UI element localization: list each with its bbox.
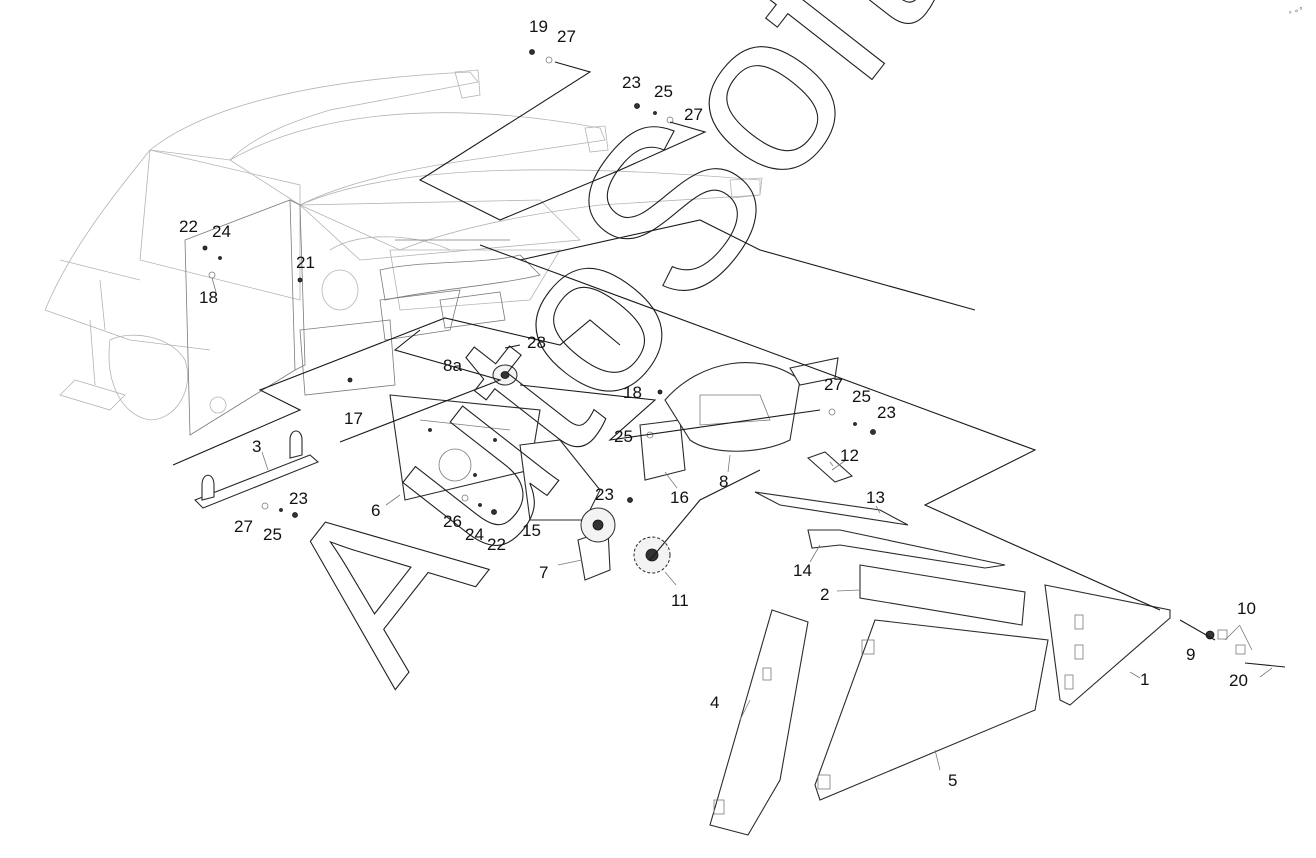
part-15-shield bbox=[519, 439, 601, 521]
label-4: 4 bbox=[710, 693, 719, 712]
label-20: 20 bbox=[1229, 671, 1248, 690]
part-8-guard bbox=[664, 357, 839, 452]
label-6: 6 bbox=[371, 501, 380, 520]
part-12-bracket bbox=[806, 451, 854, 483]
label-14: 14 bbox=[793, 561, 812, 580]
fasteners bbox=[202, 49, 876, 518]
hardware-9-10-20 bbox=[1205, 629, 1286, 668]
label-25-right: 25 bbox=[852, 387, 871, 406]
label-26: 26 bbox=[443, 512, 462, 531]
label-11: 11 bbox=[671, 591, 689, 610]
part-7-tensioner bbox=[577, 507, 616, 581]
label-9: 9 bbox=[1186, 645, 1195, 664]
callout-leaders bbox=[211, 277, 1273, 771]
label-27-upper-right: 27 bbox=[684, 105, 703, 124]
watermark-text: AutoSoft bbox=[231, 0, 977, 720]
label-16: 16 bbox=[670, 488, 689, 507]
part-5-large-panel bbox=[814, 619, 1049, 801]
label-18-left: 18 bbox=[199, 288, 218, 307]
label-23-middle: 23 bbox=[595, 485, 614, 504]
label-10: 10 bbox=[1237, 599, 1256, 618]
label-24-top: 24 bbox=[212, 222, 231, 241]
label-22-top: 22 bbox=[179, 217, 198, 236]
label-7: 7 bbox=[539, 563, 548, 582]
part-16-bracket bbox=[639, 419, 686, 481]
part-13-strip bbox=[754, 491, 909, 526]
header-assembly-background bbox=[44, 69, 763, 421]
label-25-left: 25 bbox=[263, 525, 282, 544]
label-15: 15 bbox=[522, 521, 541, 540]
callout-labels: 1 2 3 4 5 6 7 8 8a 9 10 11 12 13 14 15 1… bbox=[179, 17, 1256, 790]
label-21: 21 bbox=[296, 253, 315, 272]
label-23-left: 23 bbox=[289, 489, 308, 508]
part-2-panel bbox=[859, 564, 1026, 626]
part-3-bracket bbox=[194, 430, 320, 509]
label-8: 8 bbox=[719, 472, 728, 491]
label-22-bottom: 22 bbox=[487, 535, 506, 554]
label-3: 3 bbox=[252, 437, 261, 456]
part-4-channel bbox=[709, 609, 809, 836]
label-13: 13 bbox=[866, 488, 885, 507]
label-28: 28 bbox=[527, 333, 546, 352]
watermark: AutoSoft bbox=[231, 0, 978, 721]
part-28-key bbox=[504, 344, 521, 349]
label-25-top: 25 bbox=[654, 82, 673, 101]
label-24-bottom: 24 bbox=[465, 525, 484, 544]
label-17: 17 bbox=[344, 409, 363, 428]
corner-mark: ° ∘∘ bbox=[1287, 3, 1305, 19]
assembly-guide-lines bbox=[172, 61, 1216, 641]
label-27-top: 27 bbox=[557, 27, 576, 46]
label-19: 19 bbox=[529, 17, 548, 36]
label-25-middle: 25 bbox=[614, 427, 633, 446]
label-8a: 8a bbox=[443, 356, 462, 375]
label-1: 1 bbox=[1140, 670, 1149, 689]
label-23-right: 23 bbox=[877, 403, 896, 422]
label-12: 12 bbox=[840, 446, 859, 465]
label-2: 2 bbox=[820, 585, 829, 604]
part-1-panel bbox=[1044, 584, 1171, 706]
label-5: 5 bbox=[948, 771, 957, 790]
label-27-right: 27 bbox=[824, 375, 843, 394]
label-23-top: 23 bbox=[622, 73, 641, 92]
label-18-right: 18 bbox=[623, 383, 642, 402]
label-27-left: 27 bbox=[234, 517, 253, 536]
part-14-angle bbox=[807, 529, 1006, 569]
